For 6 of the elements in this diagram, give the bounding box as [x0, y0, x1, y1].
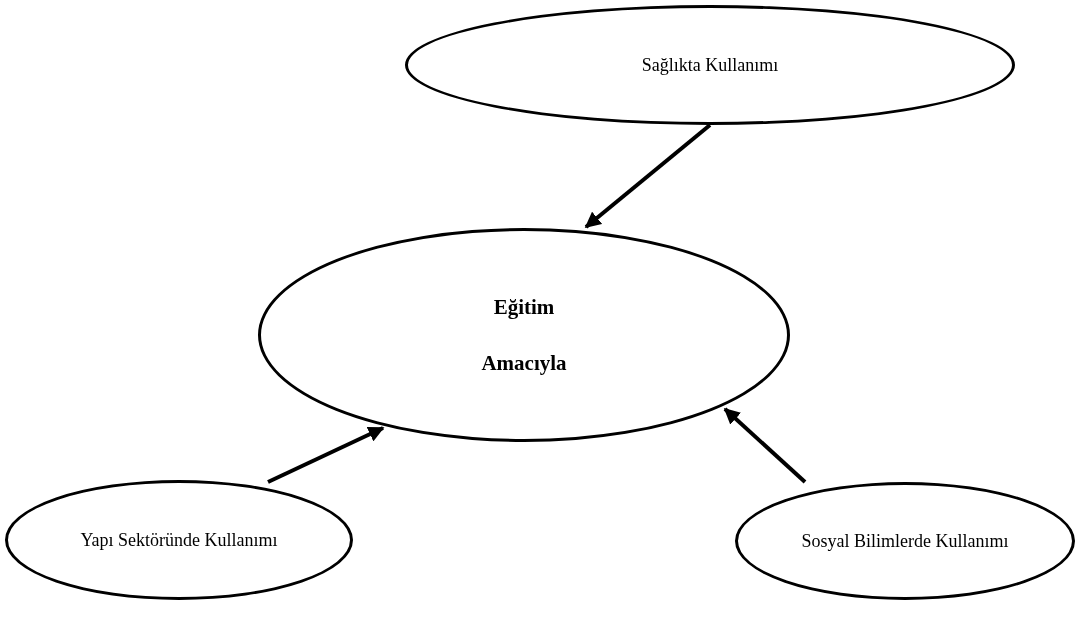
arrow	[723, 407, 807, 484]
node-label: Yapı Sektöründe Kullanımı	[80, 528, 278, 552]
node-label: Sosyal Bilimlerde Kullanımı	[801, 529, 1009, 553]
node-label: Sağlıkta Kullanımı	[641, 53, 779, 77]
node-label: Eğitim Amacıyla	[480, 294, 568, 377]
arrow	[584, 123, 712, 229]
